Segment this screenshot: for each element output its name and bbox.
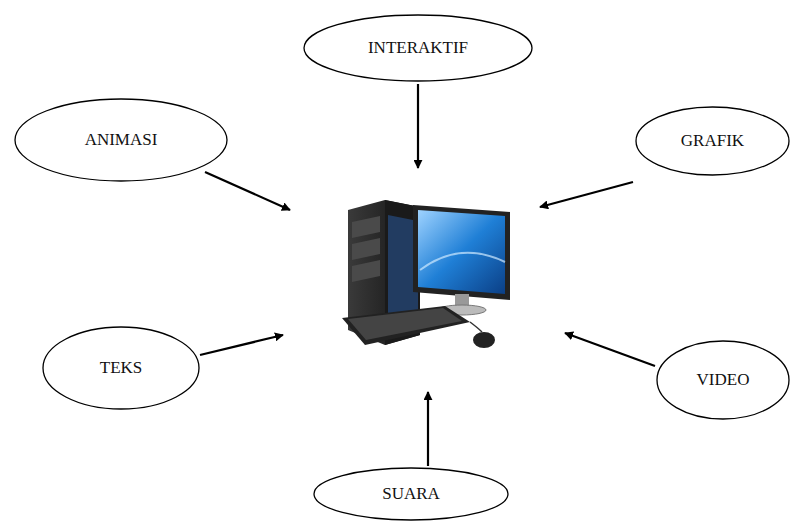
arrow	[540, 182, 633, 207]
node-label: ANIMASI	[85, 130, 158, 150]
ellipse-node: ANIMASI	[14, 98, 228, 182]
node-label: SUARA	[382, 484, 440, 504]
node-label: TEKS	[100, 358, 143, 378]
ellipse-node: INTERAKTIF	[303, 14, 533, 82]
ellipse-node: SUARA	[313, 467, 509, 521]
mouse	[473, 332, 495, 348]
arrow	[565, 333, 655, 366]
keyboard	[342, 306, 470, 345]
node-label: VIDEO	[697, 370, 750, 390]
monitor	[413, 205, 510, 300]
node-label: INTERAKTIF	[368, 38, 468, 58]
screen	[418, 210, 505, 294]
node-label: GRAFIK	[681, 131, 744, 151]
ellipse-node: GRAFIK	[635, 106, 790, 176]
ellipse-node: VIDEO	[656, 340, 790, 420]
arrow	[200, 335, 283, 355]
arrows	[200, 84, 655, 466]
computer-illustration	[342, 200, 510, 348]
ellipse-node: TEKS	[42, 326, 200, 410]
arrow	[427, 392, 429, 466]
arrow	[205, 172, 290, 210]
arrow	[417, 84, 419, 168]
